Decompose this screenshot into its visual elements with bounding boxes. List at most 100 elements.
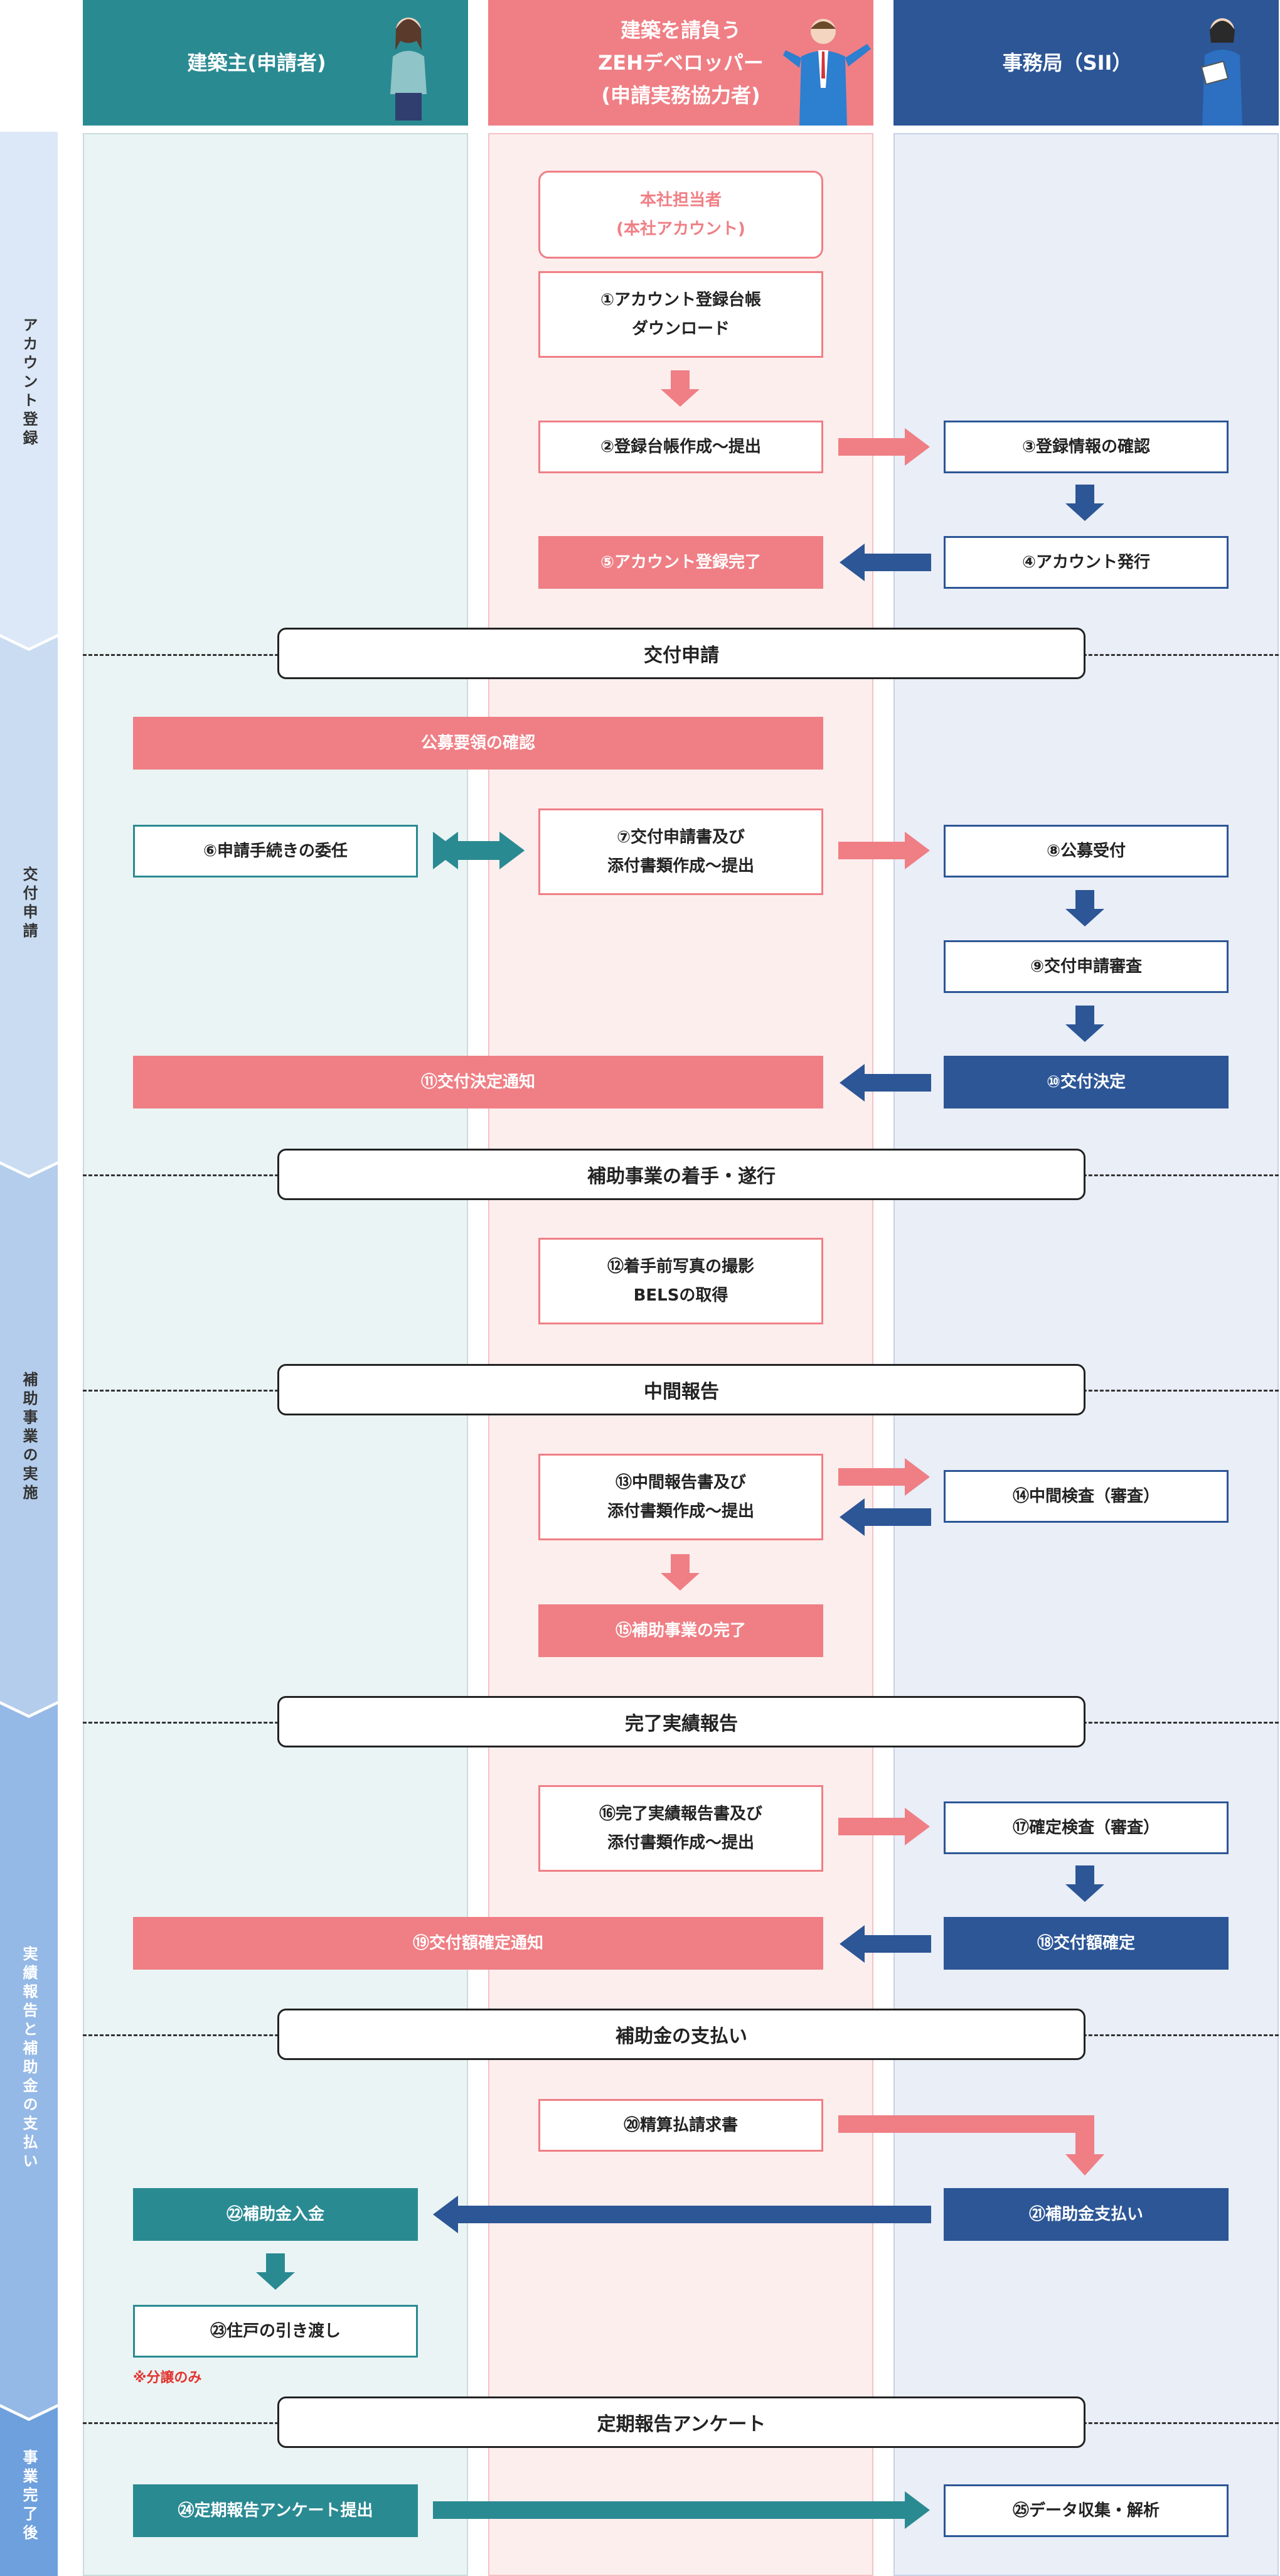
arrow-left	[840, 1925, 931, 1963]
arrow-right	[433, 2491, 930, 2529]
arrow-down	[1065, 890, 1104, 926]
step-24-box: ㉔定期報告アンケート提出	[133, 2484, 418, 2537]
arrow-left	[433, 2196, 931, 2233]
step-3-box: ③登録情報の確認	[944, 421, 1229, 473]
phase-completion-report: 完了実績報告	[277, 1696, 1085, 1747]
phase-label: 定期報告アンケート	[597, 2413, 766, 2435]
step-21-box: ㉑補助金支払い	[944, 2188, 1229, 2241]
step-22-box: ㉒補助金入金	[133, 2188, 418, 2241]
step-10-box: ⑩交付決定	[944, 1056, 1229, 1108]
column-header-office: 事務局（SII）	[893, 0, 1279, 126]
step-11-label: ⑪交付決定通知	[420, 1073, 535, 1092]
stage-application: 交付申請	[0, 647, 58, 1161]
hq-account-box: 本社担当者 (本社アカウント)	[538, 171, 823, 259]
column-title-developer-2: ZEHデベロッパー	[598, 51, 764, 75]
arrow-double	[433, 832, 525, 869]
step-9-box: ⑨交付申請審査	[944, 940, 1229, 993]
phase-periodic-survey: 定期報告アンケート	[277, 2396, 1085, 2448]
step-18-box: ⑱交付額確定	[944, 1917, 1229, 1970]
arrow-left	[840, 544, 931, 581]
arrow-down	[1065, 1006, 1104, 1042]
step-3-label: ③登録情報の確認	[1021, 437, 1150, 456]
arrow-right	[838, 832, 930, 869]
step-7-box: ⑦交付申請書及び 添付書類作成〜提出	[538, 808, 823, 895]
phase-label: 中間報告	[644, 1381, 719, 1403]
phase-interim-report: 中間報告	[277, 1364, 1085, 1415]
step-12-line1: ⑫着手前写真の撮影	[607, 1257, 754, 1276]
arrow-down	[256, 2253, 295, 2290]
step-15-label: ⑮補助事業の完了	[615, 1621, 746, 1640]
phase-label: 完了実績報告	[625, 1713, 738, 1735]
step-19-label: ⑲交付額確定通知	[412, 1934, 543, 1953]
step-17-box: ⑰確定検査（審査）	[944, 1801, 1229, 1854]
stage-label-report-payment: 実績報告と補助金の支払い	[20, 1946, 38, 2172]
step-16-line2: 添付書類作成〜提出	[607, 1833, 754, 1852]
phase-label: 補助事業の着手・遂行	[587, 1166, 776, 1188]
step-1-line1: ①アカウント登録台帳	[600, 291, 761, 309]
step-13-line1: ⑬中間報告書及び	[615, 1473, 746, 1492]
stage-label-after: 事業完了後	[20, 2449, 38, 2543]
arrow-down	[661, 1554, 700, 1591]
column-header-developer: 建築を請負う ZEHデベロッパー (申請実務協力者)	[488, 0, 873, 126]
phase-label: 補助金の支払い	[616, 2026, 747, 2047]
step-13-line2: 添付書類作成〜提出	[607, 1502, 754, 1521]
step-13-box: ⑬中間報告書及び 添付書類作成〜提出	[538, 1454, 823, 1540]
arrow-right	[838, 1808, 930, 1845]
step-16-box: ⑯完了実績報告書及び 添付書類作成〜提出	[538, 1785, 823, 1872]
step-11-box: ⑪交付決定通知	[133, 1056, 823, 1108]
step-5-label: ⑤アカウント登録完了	[600, 553, 761, 572]
arrow-right	[838, 1458, 930, 1496]
stage-label-account: アカウント登録	[20, 317, 38, 449]
step-1-line2: ダウンロード	[631, 319, 730, 338]
step-6-box: ⑥申請手続きの委任	[133, 825, 418, 877]
step-15-box: ⑮補助事業の完了	[538, 1604, 823, 1657]
step-5-box: ⑤アカウント登録完了	[538, 536, 823, 589]
stage-bar	[0, 132, 58, 2576]
column-title-developer-1: 建築を請負う	[620, 18, 741, 42]
stage-label-application: 交付申請	[20, 866, 38, 942]
step-23-box: ㉓住戸の引き渡し	[133, 2305, 418, 2358]
step-2-box: ②登録台帳作成〜提出	[538, 421, 823, 473]
arrow-right	[838, 428, 930, 466]
step-14-label: ⑭中間検査（審査）	[1012, 1487, 1160, 1506]
step-20-label: ⑳精算払請求書	[623, 2116, 738, 2135]
phase-application: 交付申請	[277, 628, 1085, 679]
step-21-label: ㉑補助金支払い	[1028, 2205, 1143, 2224]
woman-icon	[390, 18, 427, 121]
guideline-check-label: 公募要領の確認	[420, 734, 535, 753]
stage-report-payment: 実績報告と補助金の支払い	[0, 1714, 58, 2404]
step-24-label: ㉔定期報告アンケート提出	[178, 2501, 373, 2520]
phase-label: 交付申請	[644, 645, 719, 667]
phase-subsidy-payment: 補助金の支払い	[277, 2009, 1085, 2060]
column-title-developer-3: (申請実務協力者)	[601, 83, 760, 107]
businessman-icon	[783, 19, 871, 126]
step-2-label: ②登録台帳作成〜提出	[600, 437, 761, 456]
step-17-label: ⑰確定検査（審査）	[1012, 1818, 1160, 1837]
step-6-label: ⑥申請手続きの委任	[203, 842, 348, 861]
stage-label-implementation: 補助事業の実施	[20, 1371, 38, 1503]
arrow-left	[840, 1064, 931, 1102]
column-title-office: 事務局（SII）	[1002, 51, 1133, 75]
step-14-box: ⑭中間検査（審査）	[944, 1470, 1229, 1523]
step-8-label: ⑧公募受付	[1046, 842, 1126, 861]
stage-account: アカウント登録	[0, 132, 58, 634]
step-16-line1: ⑯完了実績報告書及び	[599, 1805, 762, 1823]
column-title-applicant: 建築主(申請者)	[187, 51, 326, 75]
hq-account-label: 本社担当者	[639, 191, 722, 210]
guideline-check-box: 公募要領の確認	[133, 717, 823, 770]
step-12-box: ⑫着手前写真の撮影 BELSの取得	[538, 1238, 823, 1324]
step-4-box: ④アカウント発行	[944, 536, 1229, 589]
condominium-only-note: ※分譲のみ	[133, 2370, 202, 2386]
step-10-label: ⑩交付決定	[1046, 1073, 1126, 1092]
step-23-label: ㉓住戸の引き渡し	[210, 2322, 341, 2341]
arrow-down	[1065, 1865, 1104, 1902]
arrow-left	[840, 1498, 931, 1536]
step-22-label: ㉒補助金入金	[226, 2205, 324, 2224]
phase-start-execution: 補助事業の着手・遂行	[277, 1149, 1085, 1200]
step-18-label: ⑱交付額確定	[1037, 1934, 1135, 1953]
step-25-label: ㉕データ収集・解析	[1012, 2501, 1160, 2520]
step-7-line2: 添付書類作成〜提出	[607, 857, 754, 876]
arrow-down	[1065, 485, 1104, 521]
arrow-down	[661, 370, 700, 407]
